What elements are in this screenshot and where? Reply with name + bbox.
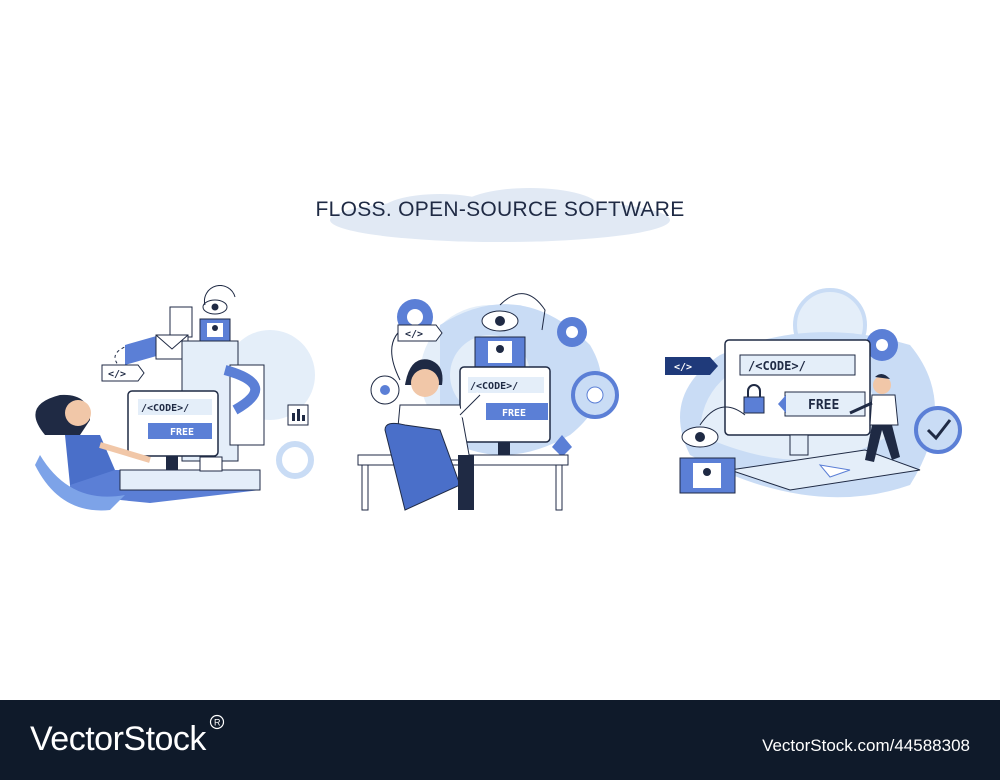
- code-tag-icon: </>: [101, 364, 145, 382]
- svg-text:</>: </>: [405, 329, 423, 340]
- registered-mark-icon: R: [209, 714, 225, 730]
- document-icon: [169, 306, 193, 338]
- woman-figure: [35, 394, 151, 511]
- monitor: /<CODE>/ FREE: [724, 339, 871, 456]
- code-tag-icon: </>: [665, 357, 718, 375]
- gear-icon: [557, 317, 587, 347]
- keyhole-lock-icon: [199, 318, 231, 342]
- svg-text:FREE: FREE: [170, 427, 194, 438]
- padlock-icon: [743, 384, 765, 414]
- monitor: /<CODE>/ FREE: [127, 390, 219, 470]
- svg-text:FREE: FREE: [808, 398, 839, 413]
- svg-text:</>: </>: [108, 369, 126, 380]
- page-title: FLOSS. OPEN-SOURCE SOFTWARE: [315, 198, 685, 221]
- svg-text:/<CODE>/: /<CODE>/: [470, 381, 518, 392]
- code-tag-icon: </>: [397, 324, 443, 342]
- svg-text:/<CODE>/: /<CODE>/: [141, 403, 189, 414]
- eye-icon: [681, 426, 719, 448]
- monitor: /<CODE>/ FREE: [459, 366, 551, 456]
- eye-icon: [202, 299, 228, 315]
- man-figure: [384, 359, 483, 511]
- gear-icon: [866, 329, 898, 361]
- svg-text:R: R: [214, 718, 221, 728]
- eye-icon: [481, 310, 519, 332]
- image-id: VectorStock.com/44588308: [762, 736, 970, 755]
- scene-woman-at-computer: </> /<CODE>/ FREE: [35, 285, 315, 511]
- scene-man-at-desk: </> /<CODE>/ FREE: [357, 293, 619, 511]
- svg-text:/<CODE>/: /<CODE>/: [748, 359, 806, 373]
- chart-icon: [287, 404, 309, 426]
- brand-logo[interactable]: VectorStock: [30, 720, 206, 758]
- svg-text:</>: </>: [674, 362, 692, 373]
- title-cloud: [330, 188, 670, 242]
- footer-bar: VectorStock R VectorStock.com/44588308: [0, 700, 1000, 780]
- scene-man-with-monitor: </> /<CODE>/ FREE: [665, 288, 962, 498]
- keyhole-lock-icon: [474, 336, 526, 368]
- keyhole-lock-icon: [679, 457, 736, 494]
- man-figure: [849, 373, 900, 462]
- checkmark-gear-icon: [914, 406, 962, 454]
- gear-icon: [571, 371, 619, 419]
- svg-text:FREE: FREE: [502, 408, 526, 419]
